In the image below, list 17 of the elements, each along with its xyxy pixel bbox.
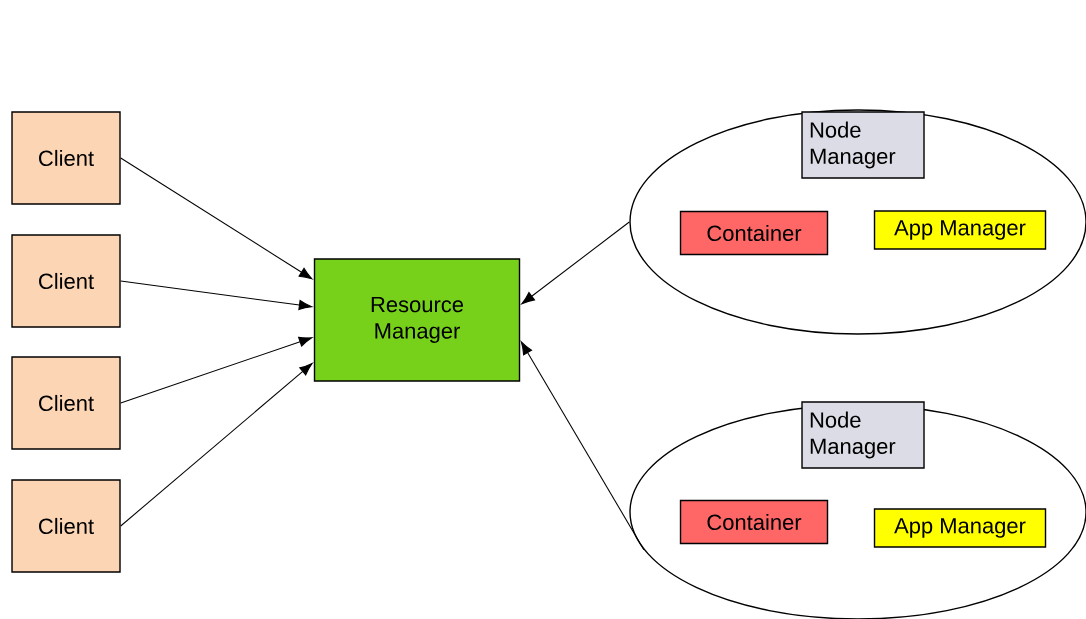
arrow <box>120 362 313 527</box>
client-box: Client <box>11 111 121 205</box>
arrow <box>521 221 630 305</box>
component-box: Container <box>679 210 829 256</box>
client-box: Client <box>11 356 121 450</box>
node-manager-box: Node Manager <box>801 111 925 179</box>
client-box: Client <box>11 234 121 328</box>
component-box: App Manager <box>873 508 1047 548</box>
arrow <box>120 336 313 404</box>
resource-manager-box: Resource Manager <box>313 258 521 382</box>
arrow <box>120 157 313 280</box>
arrow <box>120 280 313 311</box>
component-box: App Manager <box>873 210 1047 250</box>
arrow <box>520 341 645 551</box>
node-manager-box: Node Manager <box>801 401 925 469</box>
component-box: Container <box>679 499 829 545</box>
client-box: Client <box>11 479 121 573</box>
